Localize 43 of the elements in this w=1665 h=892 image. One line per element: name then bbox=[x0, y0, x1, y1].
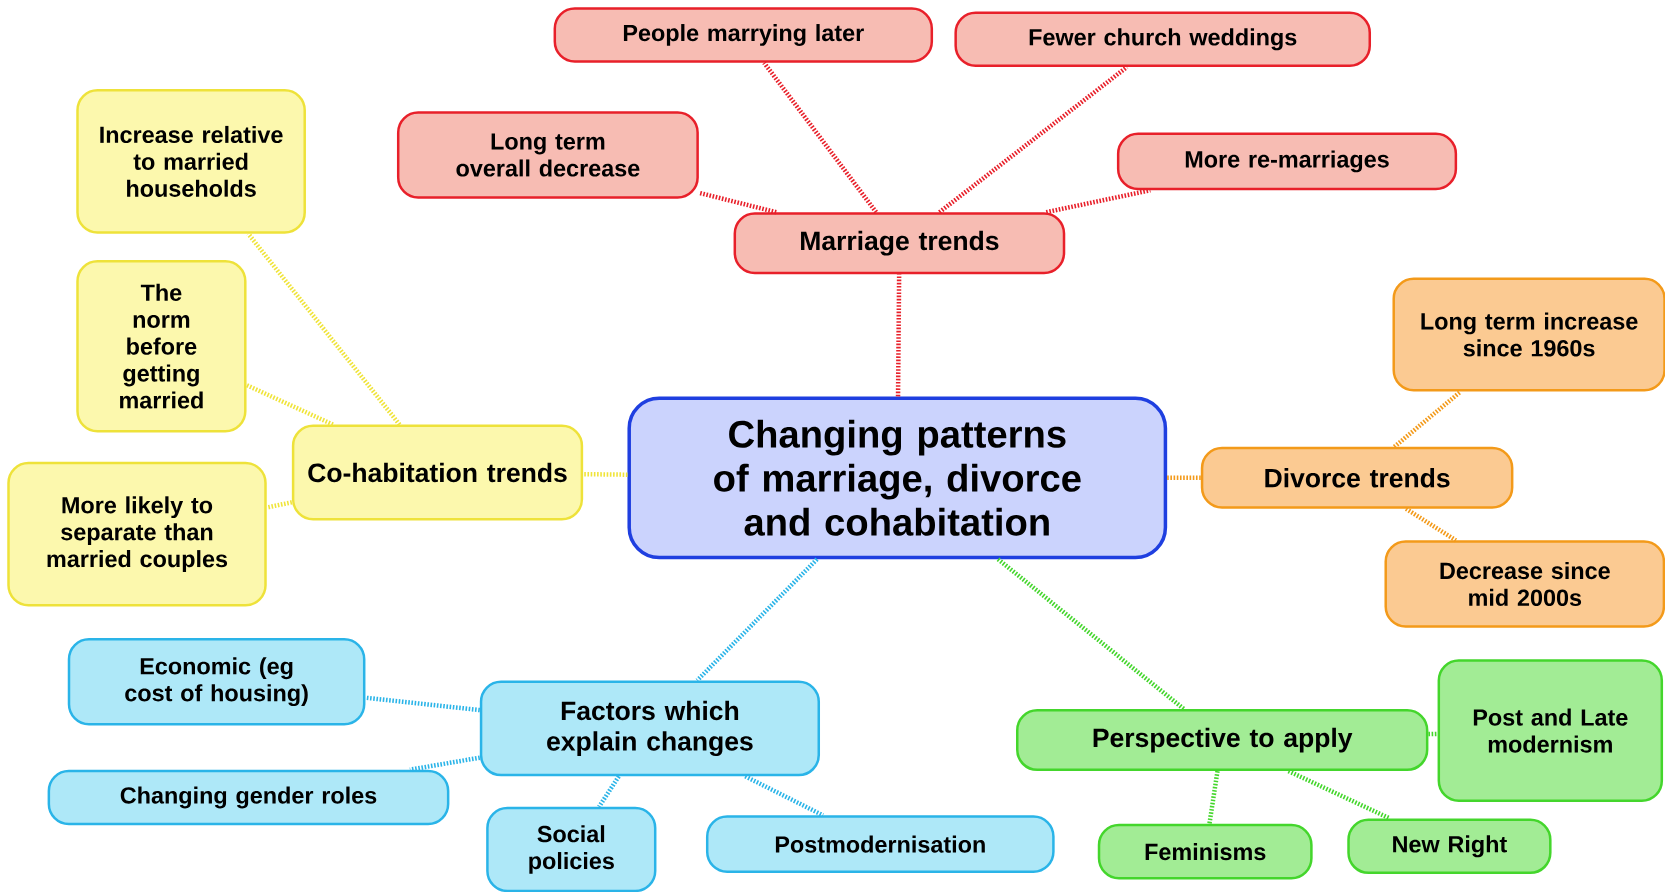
subtopic-box: Fewer church weddings bbox=[954, 11, 1371, 68]
dotted-connector bbox=[597, 775, 621, 809]
dotted-connector bbox=[744, 774, 824, 818]
dotted-connector bbox=[583, 471, 628, 477]
branch-topic-box: Perspective to apply bbox=[1016, 709, 1429, 772]
dotted-connector bbox=[245, 383, 334, 427]
dotted-connector bbox=[1045, 188, 1151, 215]
dotted-connector bbox=[1287, 769, 1391, 821]
subtopic-box: Long term overall decrease bbox=[396, 111, 699, 199]
dotted-connector bbox=[1404, 506, 1458, 543]
branch-topic-box: Factors which explain changes bbox=[479, 680, 820, 777]
subtopic-box: Long term increase since 1960s bbox=[1392, 277, 1665, 392]
subtopic-box: Feminisms bbox=[1097, 823, 1313, 880]
subtopic-box: Changing gender roles bbox=[47, 769, 450, 826]
subtopic-box: The norm before getting married bbox=[76, 260, 247, 433]
dotted-connector bbox=[695, 557, 819, 683]
dotted-connector bbox=[996, 557, 1186, 711]
dotted-connector bbox=[266, 500, 293, 510]
subtopic-box: Increase relative to married households bbox=[76, 89, 306, 234]
dotted-connector bbox=[1207, 770, 1220, 825]
dotted-connector bbox=[762, 61, 878, 214]
subtopic-box: Post and Late modernism bbox=[1437, 659, 1664, 802]
subtopic-box: New Right bbox=[1347, 818, 1552, 875]
branch-topic-box: Marriage trends bbox=[733, 212, 1066, 275]
dotted-connector bbox=[895, 274, 902, 397]
dotted-connector bbox=[246, 232, 402, 426]
branch-topic-box: Divorce trends bbox=[1200, 446, 1514, 509]
dotted-connector bbox=[1167, 475, 1201, 481]
dotted-connector bbox=[698, 190, 777, 215]
subtopic-box: Economic (eg cost of housing) bbox=[67, 638, 366, 726]
subtopic-box: Decrease since mid 2000s bbox=[1384, 540, 1665, 628]
subtopic-box: More likely to separate than married couples bbox=[7, 461, 267, 607]
subtopic-box: Social policies bbox=[486, 806, 657, 892]
dotted-connector bbox=[409, 755, 481, 772]
branch-topic-box: Co-habitation trends bbox=[291, 424, 584, 521]
subtopic-box: More re-marriages bbox=[1116, 132, 1458, 191]
dotted-connector bbox=[1392, 389, 1463, 449]
subtopic-box: Postmodernisation bbox=[705, 815, 1055, 874]
dotted-connector bbox=[1428, 731, 1438, 737]
central-topic-box: Changing patterns of marriage, divorce and cohabitation bbox=[627, 396, 1168, 560]
dotted-connector bbox=[938, 65, 1129, 214]
dotted-connector bbox=[365, 695, 481, 713]
subtopic-box: People marrying later bbox=[553, 7, 934, 63]
